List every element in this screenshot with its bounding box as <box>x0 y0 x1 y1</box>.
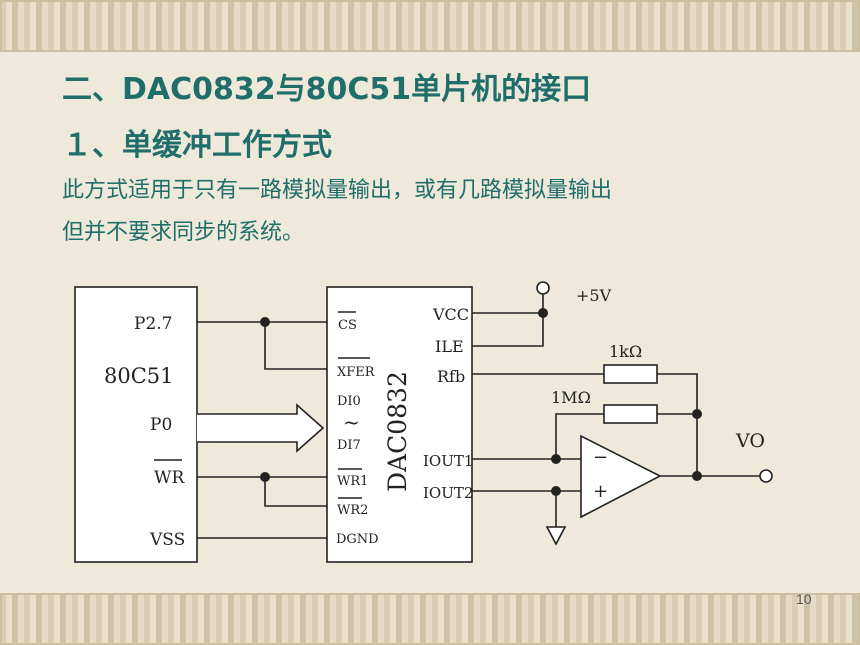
pin-label-rfb: Rfb <box>437 367 465 386</box>
supply-terminal <box>536 281 550 295</box>
pin-label-ile: ILE <box>435 337 464 356</box>
slide-subtitle: １、单缓冲工作方式 <box>62 128 332 163</box>
wire-1k-out <box>657 373 698 476</box>
page-number: 10 <box>796 591 812 607</box>
resistor-1k-label: 1kΩ <box>609 342 642 361</box>
dac-name-label: DAC0832 <box>383 371 412 492</box>
junction-dot <box>551 454 561 464</box>
ground-symbol <box>545 526 567 546</box>
pin-label-xfer: XFER <box>337 365 376 380</box>
wire-wr-wr2 <box>264 477 327 507</box>
mcu-name-label: 80C51 <box>104 364 174 388</box>
junction-dot <box>260 472 270 482</box>
output-terminal <box>759 469 773 483</box>
opamp-minus-label: − <box>593 447 608 468</box>
slide-title: 二、DAC0832与80C51单片机的接口 <box>62 72 592 107</box>
wire-1m-left <box>555 413 604 459</box>
supply-label: +5V <box>576 286 612 305</box>
top-decorative-border <box>0 0 860 52</box>
pin-label-vss: VSS <box>149 530 185 550</box>
dac0832-box <box>326 286 473 563</box>
wire-cs-xfer <box>264 322 327 370</box>
junction-dot <box>538 308 548 318</box>
bottom-decorative-border <box>0 593 860 645</box>
pin-label-p0: P0 <box>150 415 172 435</box>
description-line-1: 此方式适用于只有一路模拟量输出，或有几路模拟量输出 <box>62 178 613 203</box>
pin-label-wr1: WR1 <box>337 474 368 489</box>
opamp-plus-label: + <box>593 481 608 502</box>
description-line-2: 但并不要求同步的系统。 <box>62 220 305 245</box>
wire-vcc <box>472 294 544 314</box>
pin-label-dgnd: DGND <box>336 532 379 547</box>
output-label: VO <box>735 430 765 452</box>
pin-label-p27: P2.7 <box>134 314 172 334</box>
pin-label-di7: DI7 <box>337 438 361 453</box>
pin-label-iout2: IOUT2 <box>423 484 473 502</box>
resistor-1m-label: 1MΩ <box>551 388 591 407</box>
pin-label-di0: DI0 <box>337 394 361 409</box>
pin-label-wr: WR <box>154 468 185 488</box>
junction-dot <box>260 317 270 327</box>
junction-dot <box>692 409 702 419</box>
pin-label-cs: CS <box>338 318 357 333</box>
pin-label-vcc: VCC <box>432 305 469 324</box>
wire-ile <box>472 313 544 347</box>
resistor-1k <box>603 364 658 384</box>
pin-label-wr2: WR2 <box>337 503 368 518</box>
junction-dot <box>692 471 702 481</box>
resistor-1m <box>603 404 658 424</box>
data-bus-arrow <box>197 403 325 453</box>
pin-label-iout1: IOUT1 <box>423 452 473 470</box>
mcu-80c51-box <box>74 286 198 563</box>
junction-dot <box>551 486 561 496</box>
opamp-triangle <box>580 434 662 519</box>
pin-label-tilde: ~ <box>343 410 360 434</box>
description-paragraph: 此方式适用于只有一路模拟量输出，或有几路模拟量输出 但并不要求同步的系统。 <box>62 170 822 254</box>
